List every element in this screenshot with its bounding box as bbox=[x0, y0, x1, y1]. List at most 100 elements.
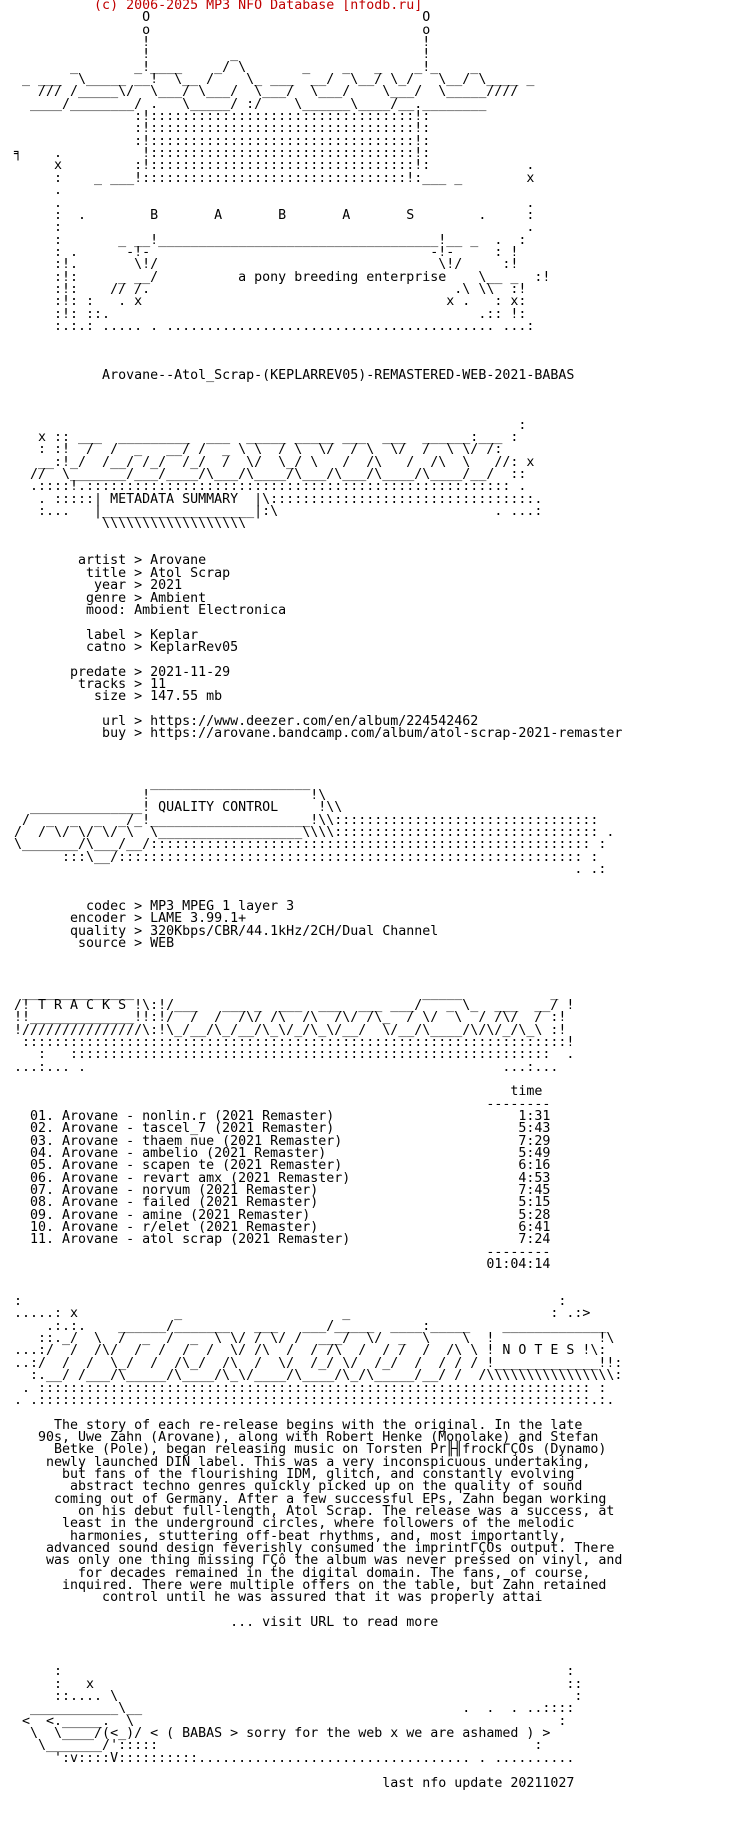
nfo-line: encoder > LAME 3.99.1+ bbox=[14, 911, 247, 927]
nfo-line: ::.... \ : bbox=[14, 1689, 583, 1705]
nfo-line: title > Atol Scrap bbox=[14, 565, 231, 581]
nfo-line: \ \____/(<_)/ < ( BABAS > sorry for the … bbox=[14, 1726, 551, 1742]
nfo-line: ... visit URL to read more bbox=[14, 1615, 439, 1631]
nfo-line: ! ! bbox=[14, 35, 431, 51]
nfo-line: : . -!- -!- : ! bbox=[14, 244, 519, 260]
nfo-line bbox=[14, 950, 744, 962]
nfo-line: least in the underground circles, where … bbox=[14, 1516, 575, 1532]
nfo-line bbox=[14, 876, 744, 888]
nfo-line: catno > KeplarRev05 bbox=[14, 639, 239, 655]
copyright-header: (c) 2006-2025 MP3 NFO Database [nfodb.ru… bbox=[14, 0, 423, 13]
nfo-line: : : bbox=[14, 1664, 575, 1680]
nfo-line: ...:... . ...:... bbox=[14, 1059, 559, 1075]
nfo-line: size > 147.55 mb bbox=[14, 689, 223, 705]
nfo-line: ! !\ bbox=[14, 788, 327, 803]
nfo-line: : x :: bbox=[14, 1676, 583, 1692]
nfo-line bbox=[14, 1642, 744, 1654]
nfo-line: :!:::::::::::::::::::::::::::::::::!: bbox=[14, 109, 431, 125]
nfo-line: : . bbox=[14, 220, 535, 236]
nfo-line: . bbox=[14, 183, 63, 199]
nfo-line: 90s, Uwe Zahn (Arovane), along with Robe… bbox=[14, 1429, 599, 1445]
nfo-line: ..:/ / / \_/ / /\_/ /\ / \/ /_/ \/ /_/ /… bbox=[14, 1355, 623, 1371]
nfo-line: ::._/ \ / _ / _ \ \/ / \/ / ___/ \/ _ \ … bbox=[14, 1331, 615, 1347]
nfo-line: __:!_/ /__/ /_/ /_/ / \/ \_/ \ / /\ / /\… bbox=[14, 454, 535, 470]
nfo-line: . . bbox=[14, 195, 535, 211]
nfo-line: : :! / / _ __/ / _ \ \ / \ \/ / \ \/ / \… bbox=[14, 442, 503, 458]
nfo-line bbox=[14, 1271, 744, 1283]
nfo-line: _ ___ \_____ __! \__ / \_ ___ __/ \__/ \… bbox=[14, 72, 535, 88]
nfo-line: label > Keplar bbox=[14, 627, 199, 643]
nfo-line: :!: ::. .:: !: bbox=[14, 306, 527, 322]
nfo-line: control until he was assured that it was… bbox=[14, 1590, 543, 1606]
nfo-line: . .:::::::::::::::::::::::::::::::::::::… bbox=[14, 1392, 615, 1408]
nfo-line bbox=[14, 333, 744, 345]
nfo-line: genre > Ambient bbox=[14, 590, 207, 606]
nfo-line: :.:.: ..... . ..........................… bbox=[14, 318, 535, 334]
nfo-line: . ::::::::::::::::::::::::::::::::::::::… bbox=[14, 1380, 607, 1396]
nfo-line: ____________________ bbox=[14, 775, 311, 791]
nfo-line: ______________! QUALITY CONTROL !\\ bbox=[14, 800, 343, 816]
nfo-line: : _ __!_________________________________… bbox=[14, 232, 527, 248]
nfo-line: . .: bbox=[14, 862, 607, 878]
nfo-line: but fans of the flourishing IDM, glitch,… bbox=[14, 1466, 575, 1482]
nfo-line: ':v::::V::::::::::......................… bbox=[14, 1750, 575, 1766]
nfo-line: time bbox=[14, 1084, 543, 1100]
nfo-line: codec > MP3 MPEG 1 layer 3 bbox=[14, 899, 295, 915]
nfo-line: 11. Arovane - atol scrap (2021 Remaster)… bbox=[14, 1232, 551, 1248]
nfo-line: . :::::| METADATA SUMMARY |\::::::::::::… bbox=[14, 491, 543, 507]
nfo-line: /// /_____\/ \___/ \___/ \___/ \___/ \__… bbox=[14, 84, 519, 100]
nfo-line: source > WEB bbox=[14, 936, 175, 952]
nfo-line: ::::::::::::::::::::::::::::::::::::::::… bbox=[14, 1034, 575, 1050]
nfo-line: year > 2021 bbox=[14, 578, 183, 594]
nfo-line: Arovane--Atol_Scrap-(KEPLARREV05)-REMAST… bbox=[14, 368, 575, 384]
nfo-line: predate > 2021-11-29 bbox=[14, 664, 231, 680]
nfo-line: :!:::::::::::::::::::::::::::::::::!: bbox=[14, 133, 431, 149]
nfo-line: O O bbox=[14, 10, 431, 26]
nfo-line: :!. \!/ \!/ :! bbox=[14, 257, 519, 273]
nfo-line: \\\\\\\\\\\\\\\\\\ bbox=[14, 516, 247, 532]
nfo-line: newly launched DIN label. This was a ver… bbox=[14, 1454, 591, 1470]
nfo-line: ______________ _____ _ bbox=[14, 985, 559, 1001]
nfo-line: \_______/'::::: : bbox=[14, 1738, 543, 1754]
nfo-line: 01:04:14 bbox=[14, 1257, 551, 1273]
nfo-line: /! T R A C K S !\:!/___ ___ _ ___ ___ __… bbox=[14, 997, 575, 1013]
nfo-line: quality > 320Kbps/CBR/44.1kHz/2CH/Dual C… bbox=[14, 923, 439, 939]
nfo-line: ! _ ! bbox=[14, 47, 431, 63]
nfo-line: :!: : . x x . : x: bbox=[14, 294, 527, 310]
nfo-line: :!:::::::::::::::::::::::::::::::::!: bbox=[14, 121, 431, 137]
nfo-line: 01. Arovane - nonlin.r (2021 Remaster) 1… bbox=[14, 1108, 551, 1124]
nfo-line bbox=[14, 395, 744, 407]
nfo-line: for decades remained in the digital doma… bbox=[14, 1565, 591, 1581]
nfo-line: last nfo update 20211027 bbox=[14, 1775, 575, 1791]
nfo-line: :!: _ __/ a pony breeding enterprise \__… bbox=[14, 269, 551, 285]
nfo-line: was only one thing missing ΓÇô the album… bbox=[14, 1553, 623, 1569]
nfo-line bbox=[14, 1629, 744, 1641]
nfo-line: ...:/ / /\/ / / / / \/ /\ / / /\ / / / /… bbox=[14, 1343, 607, 1359]
nfo-line: // \_______/___/____/\___/\____/\___/\__… bbox=[14, 467, 527, 483]
nfo-line: ____/________/ . \_____/ :/ \______\____… bbox=[14, 96, 487, 112]
nfo-line: 10. Arovane - r/elet (2021 Remaster) 6:4… bbox=[14, 1220, 551, 1236]
nfo-line: .::::!.:::::::::::::::::::::::::::::::::… bbox=[14, 479, 527, 495]
nfo-line: \_______/\___/__/:::::::::::::::::::::::… bbox=[14, 837, 607, 853]
nfo-line: artist > Arovane bbox=[14, 553, 207, 569]
nfo-line: Betke (Pole), began releasing music on T… bbox=[14, 1442, 607, 1458]
nfo-body: O O o o ! ! ! _ ! _ bbox=[14, 10, 744, 1791]
nfo-line: -------- bbox=[14, 1096, 551, 1112]
nfo-line: :::\__/:::::::::::::::::::::::::::::::::… bbox=[14, 849, 599, 865]
nfo-line: x :: ___ _________ ___ _____ _____ ___ _… bbox=[14, 430, 519, 446]
nfo-line: The story of each re-release begins with… bbox=[14, 1417, 583, 1433]
nfo-line bbox=[14, 741, 744, 753]
nfo-line: : bbox=[14, 417, 527, 433]
nfo-line bbox=[14, 346, 744, 358]
nfo-line: .:.:. ______/_______ ___ ___/_____ ____:… bbox=[14, 1318, 607, 1334]
nfo-line: : . B A B A S . : bbox=[14, 207, 535, 223]
nfo-line: harmonies, stuttering off-beat rhythms, … bbox=[14, 1528, 567, 1544]
nfo-line: 06. Arovane - revart amx (2021 Remaster)… bbox=[14, 1170, 551, 1186]
nfo-line: _ _!____ _/ \ _ _ _ _!_ _ bbox=[14, 59, 479, 75]
nfo-line: -------- bbox=[14, 1244, 551, 1260]
nfo-line: !///////////////\:!\_/__/\_/__/\_\/_/\_\… bbox=[14, 1022, 567, 1038]
nfo-line: :... |___________________|:\ . ...: bbox=[14, 504, 543, 520]
nfo-line: advanced sound design feverishly consume… bbox=[14, 1540, 615, 1556]
nfo-line: 05. Arovane - scapen te (2021 Remaster) … bbox=[14, 1158, 551, 1174]
